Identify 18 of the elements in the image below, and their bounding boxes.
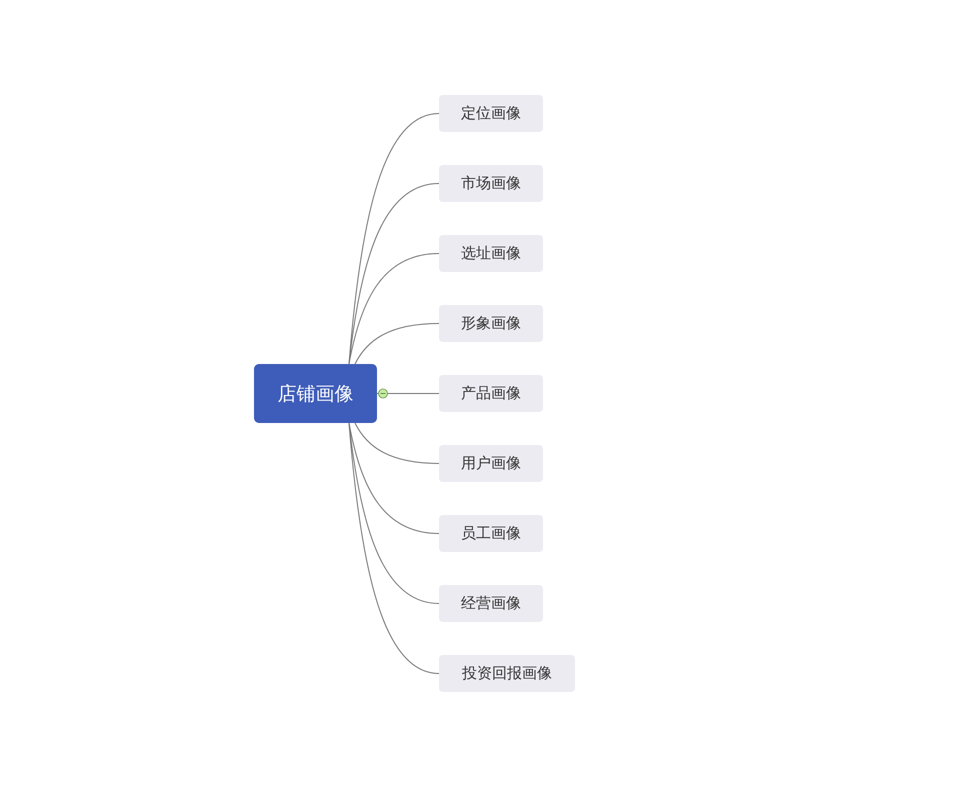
- connector-line: [348, 422, 440, 534]
- subtopic-box: 选址画像: [439, 235, 543, 272]
- connector-line: [348, 183, 440, 364]
- subtopic-box: 经营画像: [439, 585, 543, 622]
- connector-line: [354, 422, 440, 464]
- root-topic-box: 店铺画像: [254, 364, 377, 423]
- subtopic-box: 形象画像: [439, 305, 543, 342]
- connector-line: [354, 323, 440, 364]
- subtopic-box: 市场画像: [439, 165, 543, 202]
- connector-line: [348, 422, 440, 604]
- connector-line: [348, 422, 440, 674]
- connector-line: [348, 113, 440, 364]
- subtopic-box: 产品画像: [439, 375, 543, 412]
- subtopic-box: 定位画像: [439, 95, 543, 132]
- connector-line: [348, 253, 440, 364]
- subtopic-box: 员工画像: [439, 515, 543, 552]
- subtopic-box: 投资回报画像: [439, 655, 575, 692]
- subtopic-box: 用户画像: [439, 445, 543, 482]
